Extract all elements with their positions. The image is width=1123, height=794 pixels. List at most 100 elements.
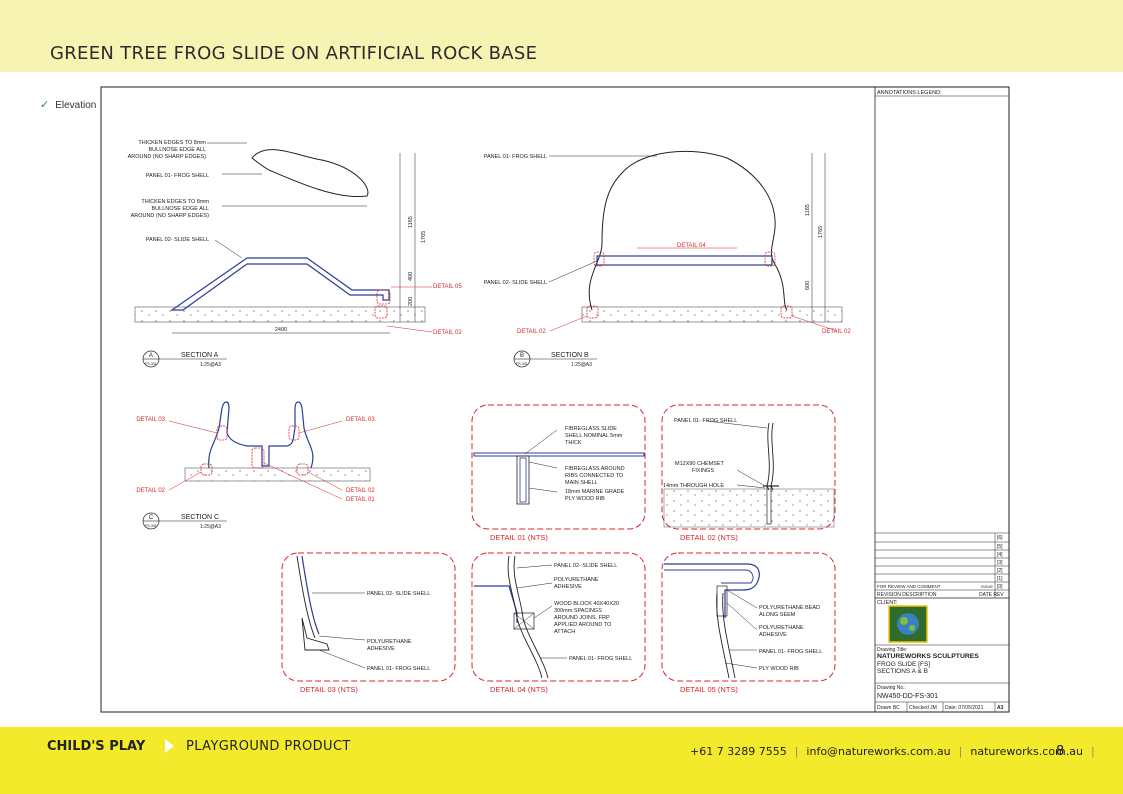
date-rev: DATE REV bbox=[979, 592, 1004, 598]
dim-a-3: 400 bbox=[408, 272, 414, 281]
rev-2: [2] bbox=[997, 568, 1003, 574]
checked-by: Checked JM bbox=[909, 705, 937, 711]
sheet-size: A3 bbox=[997, 705, 1004, 711]
drawing-title-label: Drawing Title: bbox=[877, 647, 907, 653]
drawn-by: Drawn BC bbox=[877, 705, 900, 711]
section-c-letter: C bbox=[149, 515, 154, 521]
d05-label-6: PLY WOOD RIB bbox=[759, 666, 799, 672]
client-label: CLIENT: bbox=[877, 600, 898, 606]
d05-label-3: POLYURETHANE bbox=[759, 625, 804, 631]
divider: | bbox=[958, 745, 963, 758]
detail-04-frame bbox=[471, 552, 646, 682]
brand-name: CHILD'S PLAY bbox=[47, 739, 146, 754]
section-b-name: SECTION B bbox=[551, 352, 589, 359]
d05-label-1: POLYURETHANE BEAD bbox=[759, 605, 820, 611]
d04-label-8: ATTACH bbox=[554, 629, 575, 635]
detail-03: PANEL 02- SLIDE SHELL POLYURETHANE ADHES… bbox=[281, 552, 456, 694]
client-logo-globe bbox=[897, 613, 919, 635]
d04-label-7: APPLIED AROUND TO bbox=[554, 622, 612, 628]
issue-label: ISSUE bbox=[981, 584, 993, 589]
d02-label-3: FIXINGS bbox=[692, 468, 714, 474]
ground-slab-a bbox=[134, 306, 426, 323]
detail-02: PANEL 01- FROG SHELL M12X90 CHEMSET FIXI… bbox=[661, 404, 836, 542]
ground-slab-c bbox=[184, 467, 371, 482]
detail-04-title: DETAIL 04 (NTS) bbox=[490, 685, 548, 694]
checklist-item: ✓ Elevation Views bbox=[40, 98, 126, 111]
dim-a-2: 1765 bbox=[421, 231, 427, 243]
product-category: PLAYGROUND PRODUCT bbox=[186, 739, 351, 754]
phone-number: +61 7 3289 7555 bbox=[690, 745, 787, 758]
dim-b-3: 600 bbox=[805, 281, 811, 290]
rev-3: [3] bbox=[997, 560, 1003, 566]
label-a-1: THICKEN EDGES TO 8mm bbox=[138, 140, 206, 146]
detail-01-frame bbox=[471, 404, 646, 530]
d01-label-1: FIBREGLASS SLIDE bbox=[565, 426, 617, 432]
d05-label-2: ALONG SEEM bbox=[759, 612, 796, 618]
slide-shell-a bbox=[170, 257, 390, 311]
contact-line: +61 7 3289 7555 | info@natureworks.com.au |… bbox=[686, 745, 1099, 758]
detail-04: PANEL 02- SLIDE SHELL POLYURETHANE ADHES… bbox=[471, 552, 646, 694]
title-block-frame bbox=[874, 86, 1010, 713]
dim-b-2: 1765 bbox=[818, 226, 824, 238]
rev-0: [0] bbox=[997, 584, 1003, 590]
page-title: GREEN TREE FROG SLIDE ON ARTIFICIAL ROCK… bbox=[50, 43, 538, 64]
detail-01: FIBREGLASS SLIDE SHELL NOMINAL 5mm THICK… bbox=[471, 404, 646, 542]
drawing-no-label: Drawing No.: bbox=[877, 685, 906, 691]
d01-label-3: THICK bbox=[565, 440, 582, 446]
section-c-ref: FS-301 bbox=[145, 524, 157, 528]
label-a-8: PANEL 02- SLIDE SHELL bbox=[146, 237, 209, 243]
d04-label-5: 300mm SPACINGS bbox=[554, 608, 602, 614]
label-b-2: PANEL 02- SLIDE SHELL bbox=[484, 280, 547, 286]
header-band bbox=[0, 0, 1123, 72]
check-icon: ✓ bbox=[40, 99, 50, 111]
page-number: 8 bbox=[1056, 744, 1065, 759]
section-c-name: SECTION C bbox=[181, 514, 219, 521]
detail-03-frame bbox=[281, 552, 456, 682]
detail-05-frame bbox=[661, 552, 836, 682]
section-a: THICKEN EDGES TO 8mm BULLNOSE EDGE ALL A… bbox=[128, 140, 463, 368]
d01-label-2: SHELL NOMINAL 5mm bbox=[565, 433, 623, 439]
d03-label-4: PANEL 01- FROG SHELL bbox=[367, 666, 430, 672]
detail-ref-c-01: DETAIL 01 bbox=[346, 497, 375, 503]
divider: | bbox=[1090, 745, 1095, 758]
email-link[interactable]: info@natureworks.com.au bbox=[806, 745, 951, 758]
section-c: DETAIL 03 DETAIL 03 DETAIL 02 DETAIL 02 … bbox=[136, 401, 375, 530]
slide-shell-b bbox=[596, 255, 773, 266]
ground-slab-b bbox=[581, 306, 843, 323]
website-link[interactable]: natureworks.com.au bbox=[970, 745, 1083, 758]
d01-label-7: 18mm MARINE GRADE bbox=[565, 489, 625, 495]
detail-05: POLYURETHANE BEAD ALONG SEEM POLYURETHAN… bbox=[661, 552, 836, 694]
dim-b-1: 1165 bbox=[805, 204, 811, 216]
section-a-ref: FS-301 bbox=[145, 362, 157, 366]
rev-1: [1] bbox=[997, 576, 1003, 582]
divider: | bbox=[794, 745, 799, 758]
technical-drawing: ANNOTATIONS LEGEND: THICKEN EDGES TO 8mm… bbox=[97, 78, 1027, 728]
detail-ref-c-03-right: DETAIL 03 bbox=[346, 417, 375, 423]
d01-label-6: MAIN SHELL bbox=[565, 480, 598, 486]
frog-shell-profile-a bbox=[251, 149, 369, 198]
detail-ref-b-02-right: DETAIL 02 bbox=[822, 329, 851, 335]
d03-label-2: POLYURETHANE bbox=[367, 639, 412, 645]
frog-shell-profile-b bbox=[588, 150, 788, 311]
section-a-scale: 1:25@A3 bbox=[200, 362, 221, 368]
label-a-5: THICKEN EDGES TO 8mm bbox=[141, 199, 209, 205]
checklist-label: Elevation Views bbox=[55, 100, 126, 111]
label-a-6: BULLNOSE EDGE ALL bbox=[152, 206, 209, 212]
label-a-3: AROUND (NO SHARP EDGES) bbox=[128, 154, 207, 160]
slide-shell-c bbox=[208, 401, 314, 469]
detail-ref-b-02-left: DETAIL 02 bbox=[517, 329, 546, 335]
d04-label-9: PANEL 01- FROG SHELL bbox=[569, 656, 632, 662]
detail-ref-a-05: DETAIL 05 bbox=[433, 284, 462, 290]
drawing-title-2: SECTIONS A & B bbox=[877, 668, 928, 675]
drawing-no: NW450-DD-FS-301 bbox=[877, 693, 938, 700]
detail-03-title: DETAIL 03 (NTS) bbox=[300, 685, 358, 694]
for-review: FOR REVIEW AND COMMENT bbox=[877, 584, 941, 589]
detail-02-title: DETAIL 02 (NTS) bbox=[680, 533, 738, 542]
section-c-scale: 1:25@A3 bbox=[200, 524, 221, 530]
title-block: [6] [5] [4] [3] [2] [1] [0] FOR REVIEW A… bbox=[875, 532, 1009, 712]
d03-label-1: PANEL 02- SLIDE SHELL bbox=[367, 591, 430, 597]
d04-label-4: WOOD BLOCK 40X40X20 bbox=[554, 601, 619, 607]
section-b-letter: B bbox=[520, 353, 524, 359]
detail-01-title: DETAIL 01 (NTS) bbox=[490, 533, 548, 542]
drawing-title-1: FROG SLIDE [FS] bbox=[877, 661, 930, 668]
